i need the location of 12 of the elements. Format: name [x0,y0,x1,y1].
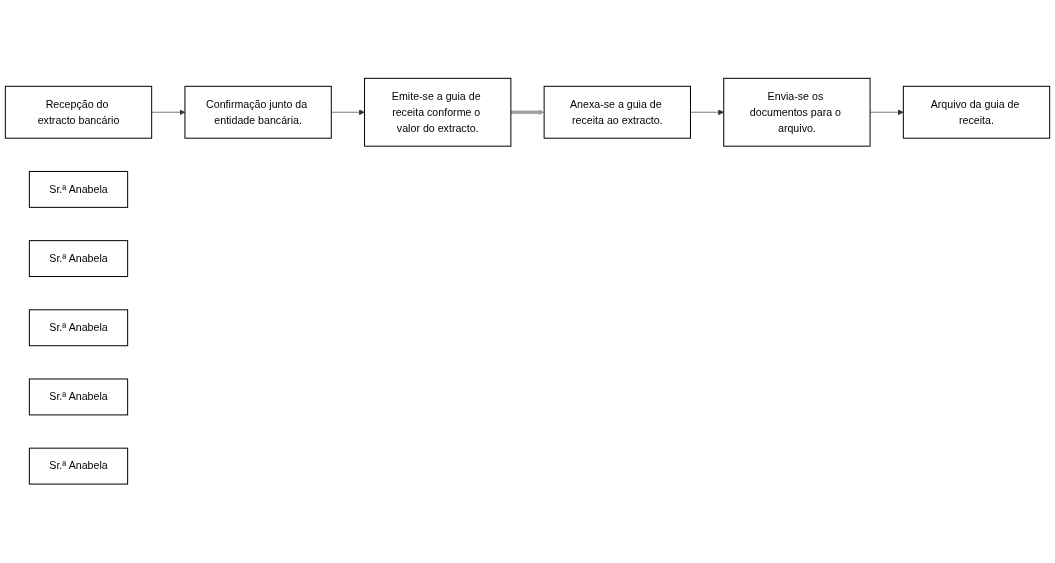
node-box: Arquivo da guia de receita. [902,86,1051,139]
node-box: Anexa-se a guia de receita ao extracto. [543,86,691,139]
node-box: Confirmação junto da entidade bancária. [184,86,332,139]
node-box: Sr.ª Anabela [28,447,129,485]
node-box: Recepção do extracto bancário [4,86,153,139]
node-box: Sr.ª Anabela [28,309,129,347]
node-box: Sr.ª Anabela [28,240,129,278]
node-box: Sr.ª Anabela [28,378,129,416]
node-box: Envia-se os documentos para o arquivo. [723,78,871,147]
node-box: Sr.ª Anabela [28,171,129,209]
arrow [510,109,545,116]
node-box: Emite-se a guia de receita conforme o valor do extracto. [364,78,512,147]
